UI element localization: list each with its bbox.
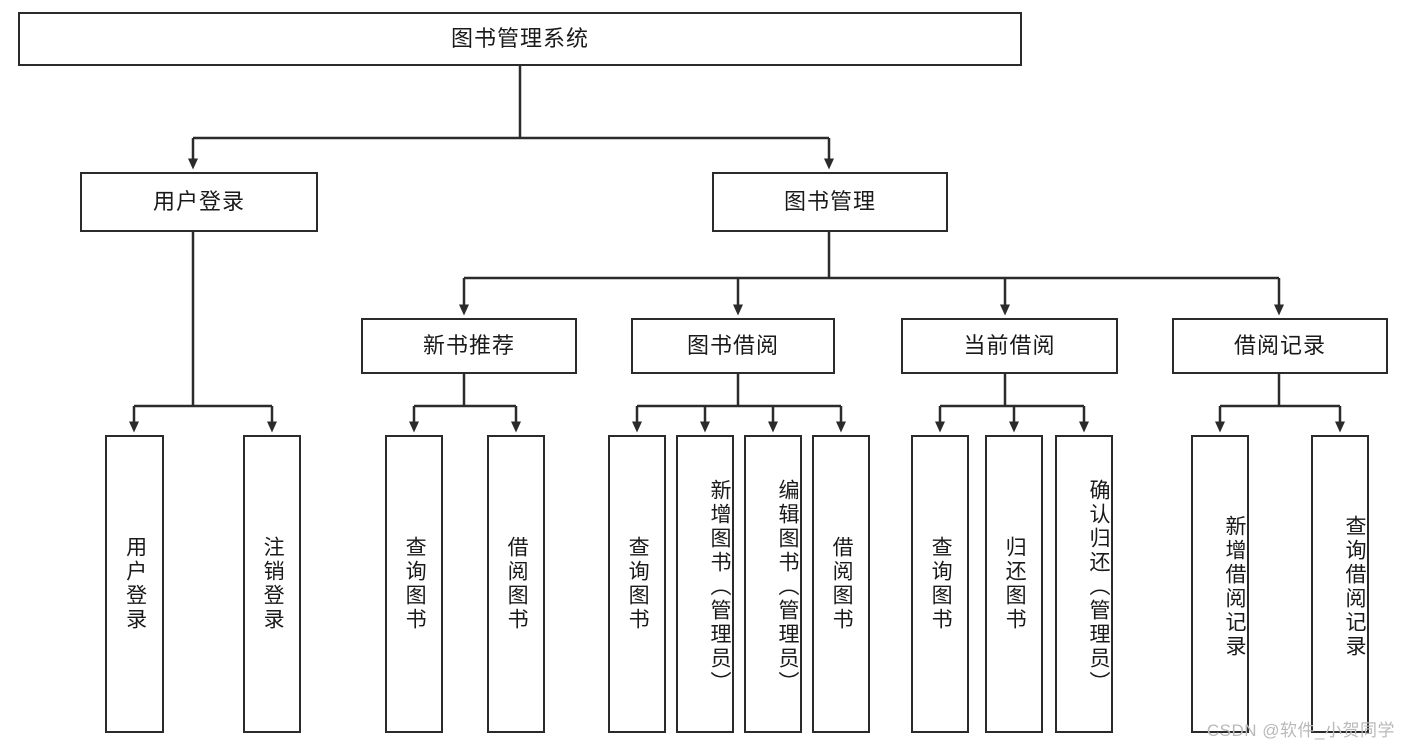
node-book-management[interactable]: 图书管理 xyxy=(712,172,948,232)
node-leaf-user-login[interactable]: 用户登录 xyxy=(105,435,164,733)
node-leaf-logout-login[interactable]: 注销登录 xyxy=(243,435,301,733)
node-label: 查询图书 xyxy=(929,536,953,632)
node-user-login[interactable]: 用户登录 xyxy=(80,172,318,232)
node-leaf-query-book-borrow[interactable]: 查询图书 xyxy=(608,435,666,733)
node-new-book-recommend[interactable]: 新书推荐 xyxy=(361,318,577,374)
node-current-borrow[interactable]: 当前借阅 xyxy=(901,318,1118,374)
node-leaf-borrow-book-recommend[interactable]: 借阅图书 xyxy=(487,435,545,733)
node-leaf-edit-book-admin[interactable]: 编辑图书（管理员） xyxy=(744,435,802,733)
node-label: 借阅图书 xyxy=(830,536,854,632)
root-node-system[interactable]: 图书管理系统 xyxy=(18,12,1022,66)
node-label: 归还图书 xyxy=(1003,536,1027,632)
node-label: 查询图书 xyxy=(403,536,427,632)
node-label: 确认归还（管理员） xyxy=(1087,479,1110,695)
node-label: 借阅记录 xyxy=(1233,332,1326,358)
node-leaf-query-book-current[interactable]: 查询图书 xyxy=(911,435,969,733)
node-label: 用户登录 xyxy=(123,536,147,632)
node-label: 新增借阅记录 xyxy=(1223,515,1246,659)
node-label: 新增图书（管理员） xyxy=(708,479,731,695)
node-leaf-query-book-recommend[interactable]: 查询图书 xyxy=(385,435,443,733)
node-label: 图书借阅 xyxy=(686,332,779,358)
node-label: 编辑图书（管理员） xyxy=(776,479,799,695)
node-label: 注销登录 xyxy=(261,536,285,632)
node-leaf-query-borrow-record[interactable]: 查询借阅记录 xyxy=(1311,435,1369,733)
node-leaf-borrow-book[interactable]: 借阅图书 xyxy=(812,435,870,733)
node-leaf-add-book-admin[interactable]: 新增图书（管理员） xyxy=(676,435,734,733)
node-borrow-record[interactable]: 借阅记录 xyxy=(1172,318,1388,374)
node-leaf-return-book[interactable]: 归还图书 xyxy=(985,435,1043,733)
node-label: 用户登录 xyxy=(152,188,245,214)
node-label: 查询借阅记录 xyxy=(1343,515,1366,659)
node-label: 新书推荐 xyxy=(422,332,515,358)
node-label: 查询图书 xyxy=(626,536,650,632)
node-label: 图书管理系统 xyxy=(450,25,589,51)
node-label: 图书管理 xyxy=(783,188,876,214)
node-label: 借阅图书 xyxy=(505,536,529,632)
node-leaf-confirm-return-admin[interactable]: 确认归还（管理员） xyxy=(1055,435,1113,733)
node-book-borrow[interactable]: 图书借阅 xyxy=(631,318,835,374)
node-leaf-add-borrow-record[interactable]: 新增借阅记录 xyxy=(1191,435,1249,733)
node-label: 当前借阅 xyxy=(963,332,1056,358)
